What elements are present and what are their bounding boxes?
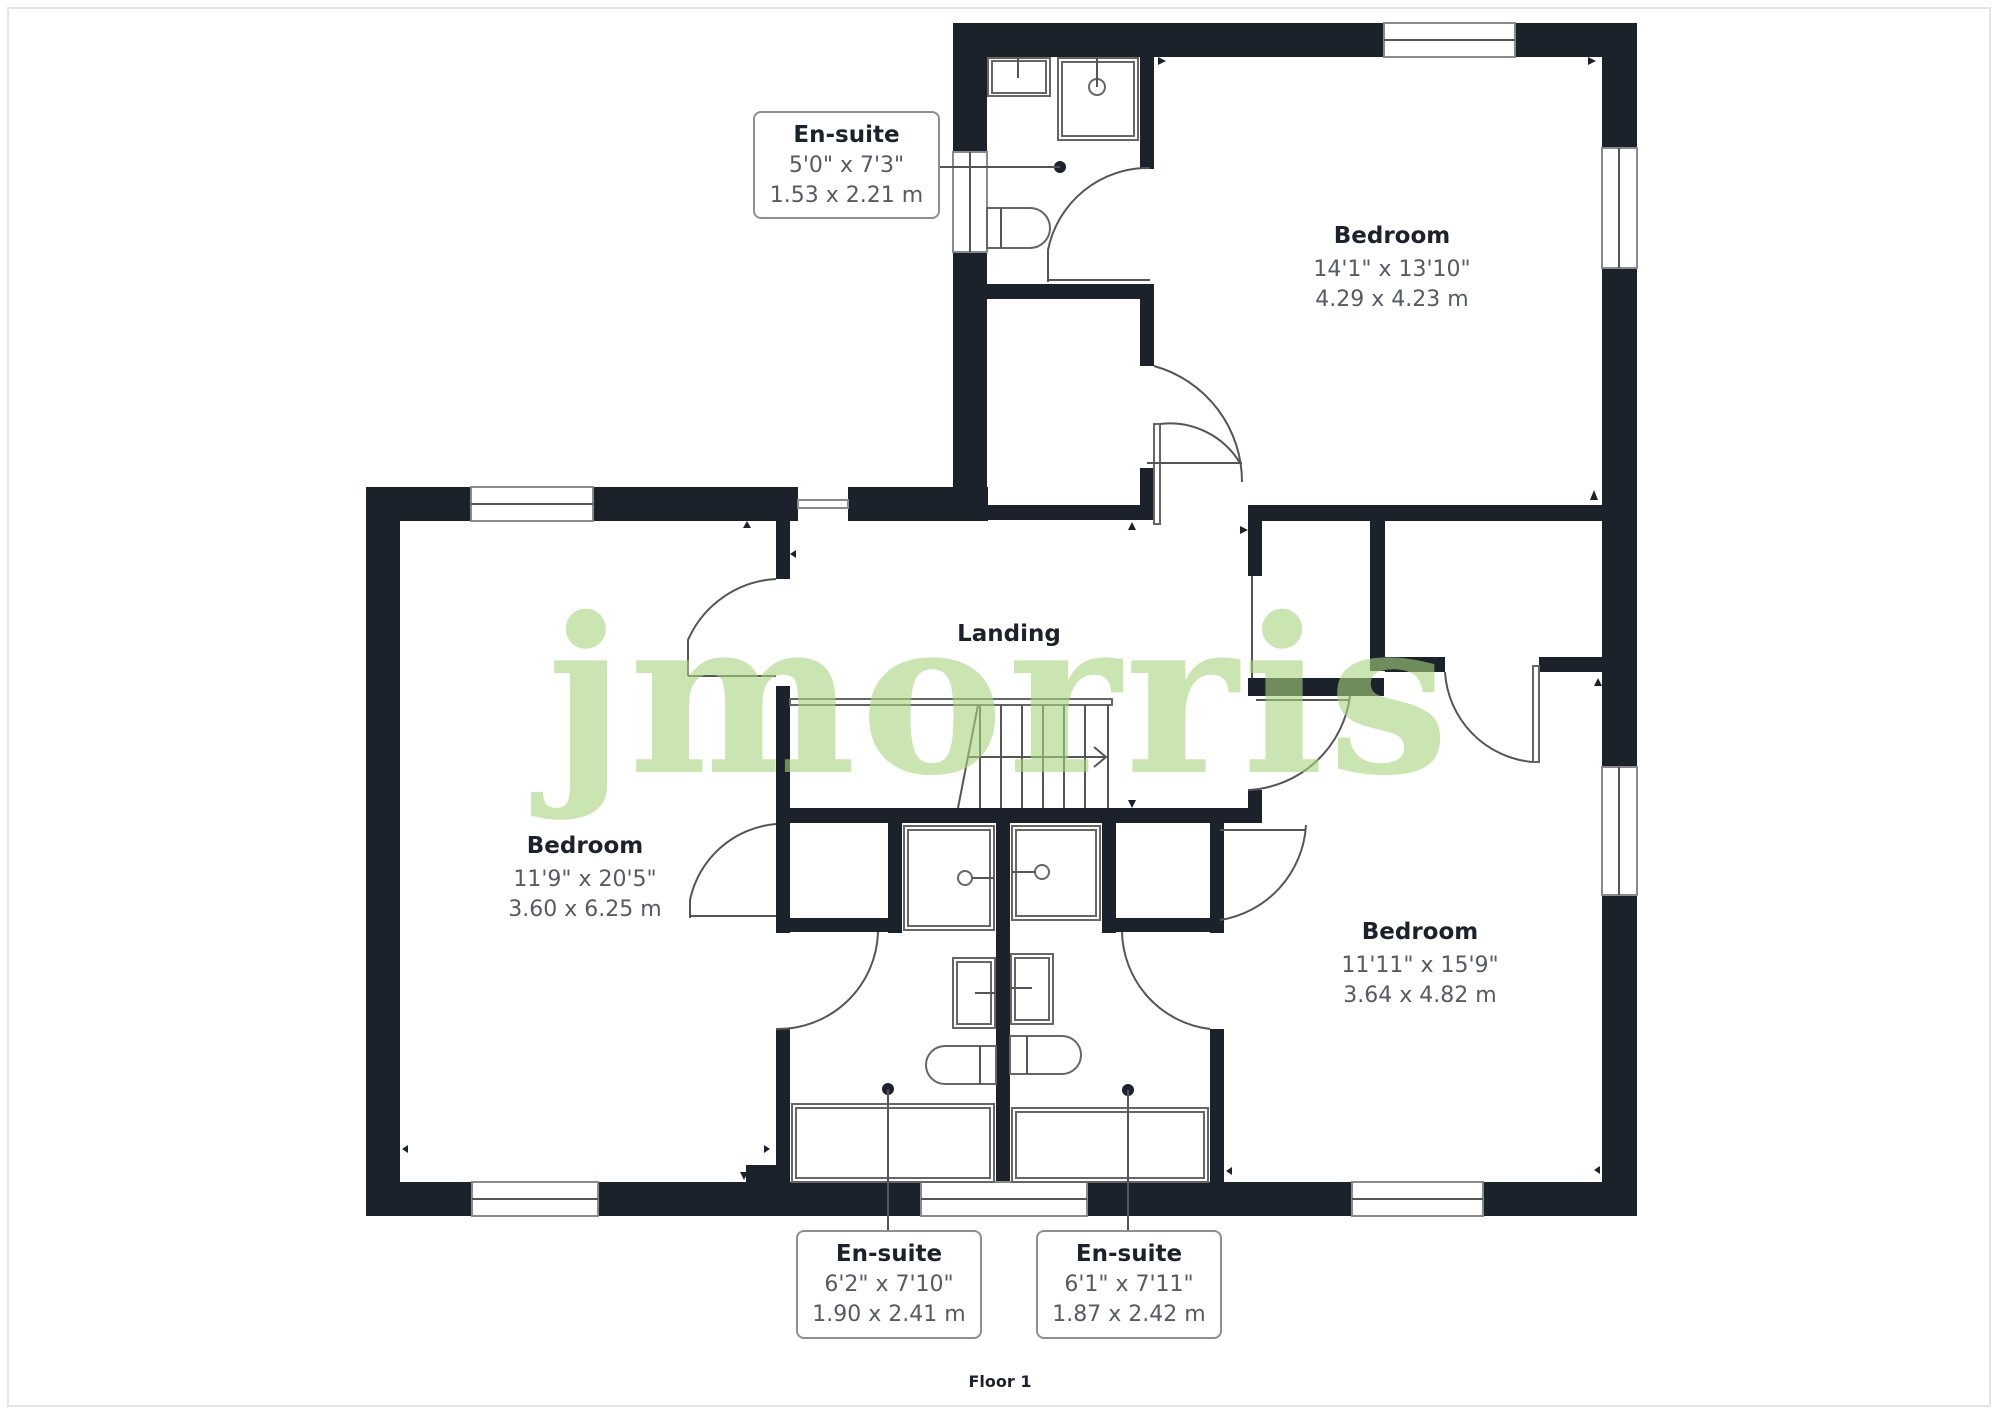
callout-ensuite-top: En-suite 5'0" x 7'3" 1.53 x 2.21 m [753, 111, 940, 219]
svg-text:14'1" x 13'10": 14'1" x 13'10" [1313, 257, 1470, 282]
svg-text:3.60 x 6.25 m: 3.60 x 6.25 m [508, 897, 661, 922]
window-ensuite-left [952, 151, 988, 253]
callout-metric: 1.87 x 2.42 m [1052, 1302, 1206, 1327]
svg-text:11'11" x 15'9": 11'11" x 15'9" [1341, 953, 1498, 978]
room-label-landing: Landing [957, 621, 1061, 647]
watermark: jmorris [531, 570, 1453, 823]
toilet-top [986, 207, 1051, 249]
room-label-bedroom-top-right: Bedroom 14'1" x 13'10" 4.29 x 4.23 m [1313, 223, 1470, 312]
window-top [1383, 22, 1516, 58]
callout-title: En-suite [1075, 1241, 1183, 1267]
fixtures [791, 57, 1209, 1183]
window-left-bottom [471, 1181, 599, 1217]
svg-text:Landing: Landing [957, 621, 1061, 647]
floor-label: Floor 1 [968, 1372, 1032, 1391]
callout-ensuite-bottom-right: En-suite 6'1" x 7'11" 1.87 x 2.42 m [1036, 1230, 1222, 1339]
window-left-top [470, 486, 594, 522]
door-closet-right [1444, 671, 1534, 763]
callout-title: En-suite [835, 1241, 943, 1267]
window-landing-top [797, 499, 849, 509]
doors [687, 166, 1540, 1031]
markers [402, 57, 1602, 1230]
door-closet-inner [1159, 422, 1241, 464]
window-ensuite-bottom [920, 1181, 1088, 1217]
windows [470, 22, 1638, 1217]
window-right-bottom [1351, 1181, 1484, 1217]
callout-title: En-suite [793, 122, 900, 148]
door-bedroom-right-upper [1219, 824, 1307, 921]
window-right-upper [1601, 147, 1638, 269]
door-bedroom-right [1247, 695, 1351, 791]
svg-text:4.29 x 4.23 m: 4.29 x 4.23 m [1315, 287, 1468, 312]
svg-text:Bedroom: Bedroom [1362, 919, 1479, 945]
callout-metric: 1.90 x 2.41 m [812, 1302, 966, 1327]
callout-ensuite-bottom-left: En-suite 6'2" x 7'10" 1.90 x 2.41 m [796, 1230, 982, 1339]
callout-metric: 1.53 x 2.21 m [769, 183, 924, 208]
door-bedroom-left [687, 578, 777, 676]
svg-text:3.64 x 4.82 m: 3.64 x 4.82 m [1343, 983, 1496, 1008]
window-right-lower [1601, 766, 1638, 896]
callout-imperial: 6'2" x 7'10" [824, 1272, 954, 1297]
page-border [7, 7, 1991, 1407]
room-label-bedroom-left: Bedroom 11'9" x 20'5" 3.60 x 6.25 m [508, 833, 661, 922]
room-label-bedroom-bottom-right: Bedroom 11'11" x 15'9" 3.64 x 4.82 m [1341, 919, 1498, 1008]
svg-text:Bedroom: Bedroom [1334, 223, 1451, 249]
toilet-br [1009, 1035, 1082, 1075]
bath-br [1011, 1107, 1209, 1183]
door-ensuite-left [775, 931, 879, 1031]
door-ensuite-top [1047, 166, 1151, 282]
door-bedroom-left-lower [689, 823, 777, 918]
toilet-bl [925, 1045, 997, 1085]
callout-imperial: 6'1" x 7'11" [1064, 1272, 1194, 1297]
svg-text:11'9" x 20'5": 11'9" x 20'5" [513, 867, 656, 892]
door-ensuite-right [1121, 931, 1211, 1030]
callout-imperial: 5'0" x 7'3" [788, 153, 905, 178]
staircase [789, 698, 1113, 809]
bath-bl [791, 1103, 995, 1183]
svg-text:Bedroom: Bedroom [527, 833, 644, 859]
